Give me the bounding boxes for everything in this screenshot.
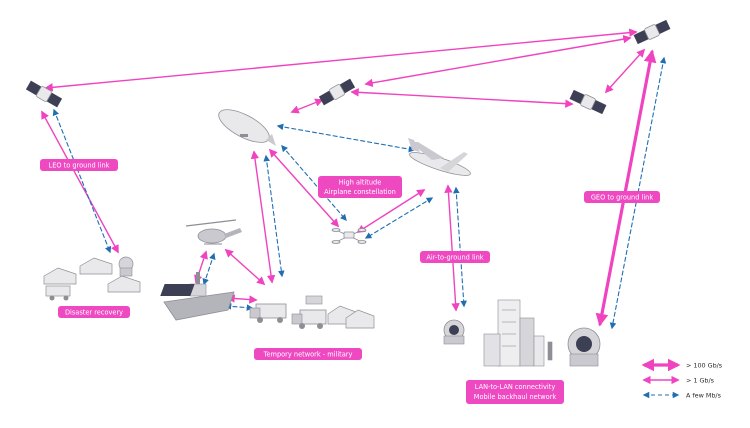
ground-station-dish-icon bbox=[443, 319, 465, 345]
link-leo-to-disaster-blue bbox=[52, 108, 112, 254]
label-disaster: Disaster recovery bbox=[65, 309, 123, 317]
link-geo-to-leo-right bbox=[604, 48, 646, 94]
satellite-geo bbox=[633, 19, 671, 45]
airship-icon bbox=[218, 109, 276, 146]
link-leo-mid-to-leo-right bbox=[350, 88, 574, 108]
link-leo-to-airship bbox=[290, 98, 324, 114]
legend-low: A few Mb/s bbox=[686, 392, 722, 400]
link-leo-to-disaster-pink bbox=[41, 110, 119, 254]
labels: LEO to ground link High altitude Airplan… bbox=[40, 159, 660, 404]
link-ship-to-truck bbox=[226, 294, 258, 304]
link-airship-to-truck-blue bbox=[263, 154, 285, 278]
link-heli-to-ship-blue bbox=[202, 252, 216, 286]
label-military-bg bbox=[254, 348, 362, 360]
airplane-icon bbox=[408, 138, 471, 176]
label-geo: GEO to ground link bbox=[591, 194, 654, 202]
link-ship-to-truck-blue bbox=[224, 303, 254, 311]
link-geo-to-ground-thick bbox=[595, 49, 657, 327]
link-airship-to-airplane-blue bbox=[276, 123, 416, 153]
link-geo-to-leo-left bbox=[44, 28, 638, 92]
label-disaster-bg bbox=[58, 306, 130, 318]
ground-station-geo-dish bbox=[567, 327, 601, 367]
link-airship-to-drone-blue bbox=[281, 145, 347, 221]
label-high-altitude-bg bbox=[318, 176, 402, 198]
links bbox=[41, 28, 667, 330]
label-lan-1: LAN-to-LAN connectivity bbox=[475, 383, 556, 391]
label-leo-bg bbox=[40, 159, 118, 171]
legend: > 100 Gb/s > 1 Gb/s A few Mb/s bbox=[641, 358, 723, 400]
label-leo: LEO to ground link bbox=[49, 162, 110, 170]
helicopter-icon bbox=[185, 219, 242, 245]
disaster-recovery-site bbox=[43, 256, 141, 301]
label-lan-bg bbox=[466, 380, 564, 404]
legend-mid: > 1 Gb/s bbox=[686, 377, 715, 385]
label-high-altitude-1: High altitude bbox=[339, 179, 382, 187]
military-camp bbox=[291, 295, 375, 329]
label-geo-bg bbox=[584, 191, 660, 203]
satellite-leo-right bbox=[569, 89, 607, 115]
link-heli-to-truck bbox=[224, 248, 266, 286]
building-icon bbox=[483, 299, 553, 367]
link-airship-to-truck-pink bbox=[250, 150, 276, 284]
label-air-to-ground-bg bbox=[420, 251, 490, 263]
label-military: Tempory network - military bbox=[263, 351, 353, 359]
link-air-to-ground-blue bbox=[453, 186, 467, 308]
link-geo-to-leo-mid bbox=[364, 35, 632, 87]
warship-icon bbox=[163, 272, 235, 321]
label-lan-2: Mobile backhaul network bbox=[474, 393, 557, 401]
link-airplane-to-drone-blue bbox=[364, 197, 434, 239]
link-air-to-ground-pink bbox=[444, 184, 460, 312]
legend-high: > 100 Gb/s bbox=[686, 362, 723, 370]
satellite-leo-mid bbox=[318, 78, 356, 106]
label-high-altitude-2: Airplane constellation bbox=[324, 188, 396, 196]
truck-icon bbox=[160, 284, 287, 323]
label-air-to-ground: Air-to-ground link bbox=[426, 254, 483, 262]
drone-icon bbox=[331, 228, 367, 244]
satellite-leo-left bbox=[25, 80, 63, 108]
